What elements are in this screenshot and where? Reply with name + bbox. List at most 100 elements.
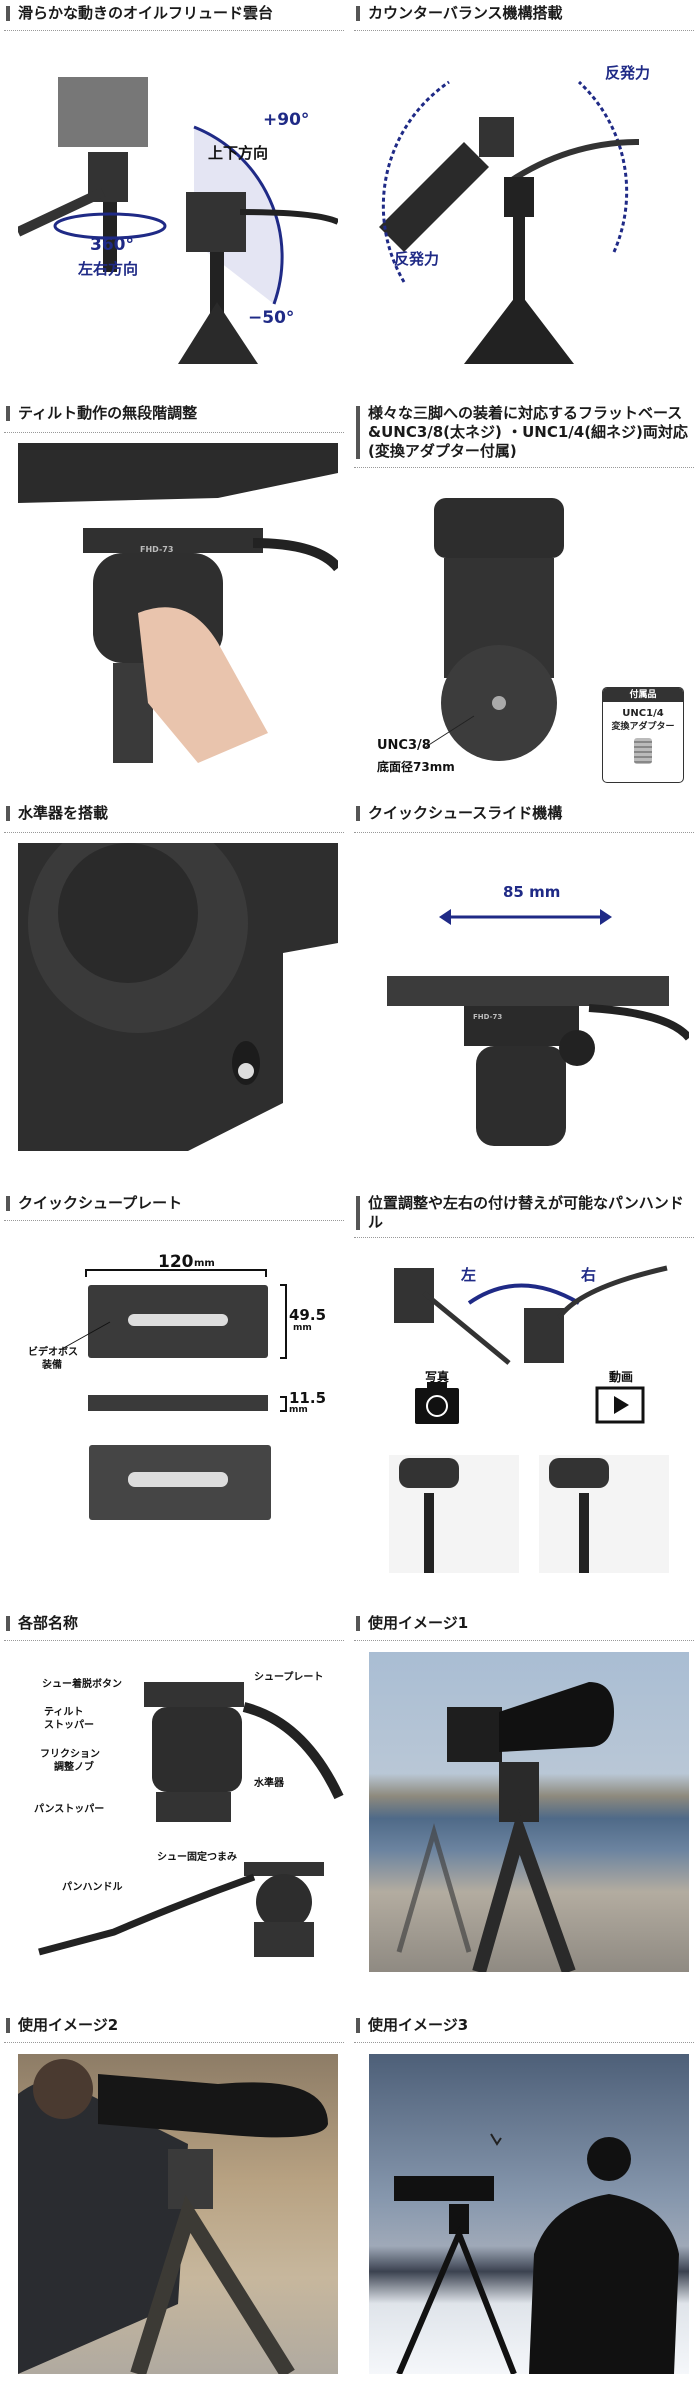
section-counterbalance: カウンターバランス機構搭載 [354,4,694,23]
pan-handle-label: パンハンドル [62,1882,123,1893]
section-title: 様々な三脚への装着に対応するフラットベース&UNC3/8(太ネジ) ・UNC1/… [354,404,694,461]
section-tilt-adjust: ティルト動作の無段階調整 [4,404,344,423]
section-title: 滑らかな動きのオイルフリュード雲台 [4,4,344,23]
right-label: 右 [581,1266,597,1284]
video-label: 動画 [609,1370,634,1384]
section-pan-handle: 位置調整や左右の付け替えが可能なパンハンドル [354,1194,694,1232]
pan-degree-label: 360° [90,235,134,255]
tilt-stopper-label-2: ストッパー [44,1720,94,1731]
section-title: 水準器を搭載 [4,804,344,823]
part-names-illustration [38,1682,344,1957]
model-label: FHD-73 [473,1013,503,1021]
usage-photo-3-scene [394,2133,679,2374]
divider [4,432,344,433]
section-usage-2: 使用イメージ2 [4,2016,344,2035]
usage-photo-1-scene [396,1682,614,1972]
shoe-release-label: シュー着脱ボタン [42,1679,122,1690]
divider [354,1237,694,1238]
divider [4,832,344,833]
tilt-adjust-illustration [18,443,338,763]
tilt-stopper-label-1: ティルト [44,1707,84,1718]
divider [354,30,694,31]
tilt-direction-label: 上下方向 [208,144,269,162]
model-label: FHD-73 [140,545,174,554]
video-boss-label-1: ビデオボス [28,1347,78,1358]
shoe-plate-image: 120 mm 49.5 mm 11.5 mm ビデオボス 装備 [18,1232,338,1572]
section-title: 位置調整や左右の付け替えが可能なパンハンドル [354,1194,694,1232]
counterbalance-image: 反発力 反発力 [369,42,689,364]
usage-photo-2-scene [18,2059,328,2374]
counterbalance-illustration [379,80,640,364]
accessory-line1: UNC1/4 [622,708,664,719]
level-illustration [18,843,338,1151]
fluid-head-image: +90° 上下方向 360° 左右方向 −50° [18,42,338,364]
section-usage-3: 使用イメージ3 [354,2016,694,2035]
section-title: 使用イメージ1 [354,1614,694,1633]
tilt-adjust-image: FHD-73 [18,443,338,763]
divider [354,467,694,468]
plate-width-unit: mm [293,1323,312,1333]
section-title: カウンターバランス機構搭載 [354,4,694,23]
accessory-header: 付属品 [603,688,683,702]
divider [354,832,694,833]
plate-height-value: 11.5 [289,1389,327,1407]
flat-base-illustration [423,498,564,761]
section-usage-1: 使用イメージ1 [354,1614,694,1633]
left-label: 左 [461,1266,477,1284]
friction-knob-label-2: 調整ノブ [54,1762,94,1773]
section-quick-shoe-slide: クイックシュースライド機構 [354,804,694,823]
divider [4,2042,344,2043]
section-title: 使用イメージ2 [4,2016,344,2035]
pan-stopper-label: パンストッパー [34,1804,105,1815]
adapter-icon [634,738,652,764]
section-oil-fluid: 滑らかな動きのオイルフリュード雲台 [4,4,344,23]
fluid-head-illustration [18,77,338,364]
level-image [18,843,338,1151]
flat-base-image: UNC3/8 底面径73mm 付属品 UNC1/4 変換アダプター [369,478,689,784]
section-quick-shoe-plate: クイックシュープレート [4,1194,344,1213]
section-title: クイックシュープレート [4,1194,344,1213]
quick-shoe-slide-image: 85 mm FHD-73 [369,843,689,1153]
usage-photo-1 [369,1652,689,1972]
thread-label: UNC3/8 [377,738,431,753]
pan-handle-illustration [389,1265,669,1573]
shoe-plate-illustration [59,1269,287,1520]
section-title: 使用イメージ3 [354,2016,694,2035]
diameter-label: 底面径73mm [377,760,455,774]
plate-length-value: 120 [158,1252,194,1272]
tilt-up-label: +90° [263,110,310,130]
pan-handle-image: 左 右 写真 動画 [369,1248,689,1573]
divider [4,1220,344,1221]
tilt-down-label: −50° [248,308,295,328]
level-label: 水準器 [254,1778,284,1789]
divider [354,1640,694,1641]
counter-force-bottom-label: 反発力 [394,250,440,268]
divider [354,2042,694,2043]
part-names-image: シュー着脱ボタン ティルト ストッパー フリクション 調整ノブ パンストッパー … [4,1652,344,1972]
section-level: 水準器を搭載 [4,804,344,823]
slide-distance-label: 85 mm [503,883,561,901]
section-title: 各部名称 [4,1614,344,1633]
camera-icon [415,1388,459,1424]
accessory-box: 付属品 UNC1/4 変換アダプター [602,687,684,783]
usage-photo-2 [18,2054,338,2374]
divider [4,1640,344,1641]
counter-force-top-label: 反発力 [605,64,651,82]
section-title: ティルト動作の無段階調整 [4,404,344,423]
slide-illustration [387,909,689,1146]
plate-width-value: 49.5 [289,1306,327,1324]
section-flat-base: 様々な三脚への装着に対応するフラットベース&UNC3/8(太ネジ) ・UNC1/… [354,404,694,461]
video-boss-label-2: 装備 [42,1360,62,1371]
plate-length-unit: mm [194,1258,215,1269]
usage-photo-3 [369,2054,689,2374]
shoe-plate-label: シュープレート [254,1672,324,1683]
shoe-lock-label: シュー固定つまみ [157,1852,237,1863]
photo-label: 写真 [425,1370,450,1384]
section-part-names: 各部名称 [4,1614,344,1633]
pan-direction-label: 左右方向 [78,260,139,278]
section-title: クイックシュースライド機構 [354,804,694,823]
friction-knob-label-1: フリクション [40,1749,100,1760]
plate-height-unit: mm [289,1405,308,1415]
divider [4,30,344,31]
accessory-line2: 変換アダプター [611,722,675,732]
